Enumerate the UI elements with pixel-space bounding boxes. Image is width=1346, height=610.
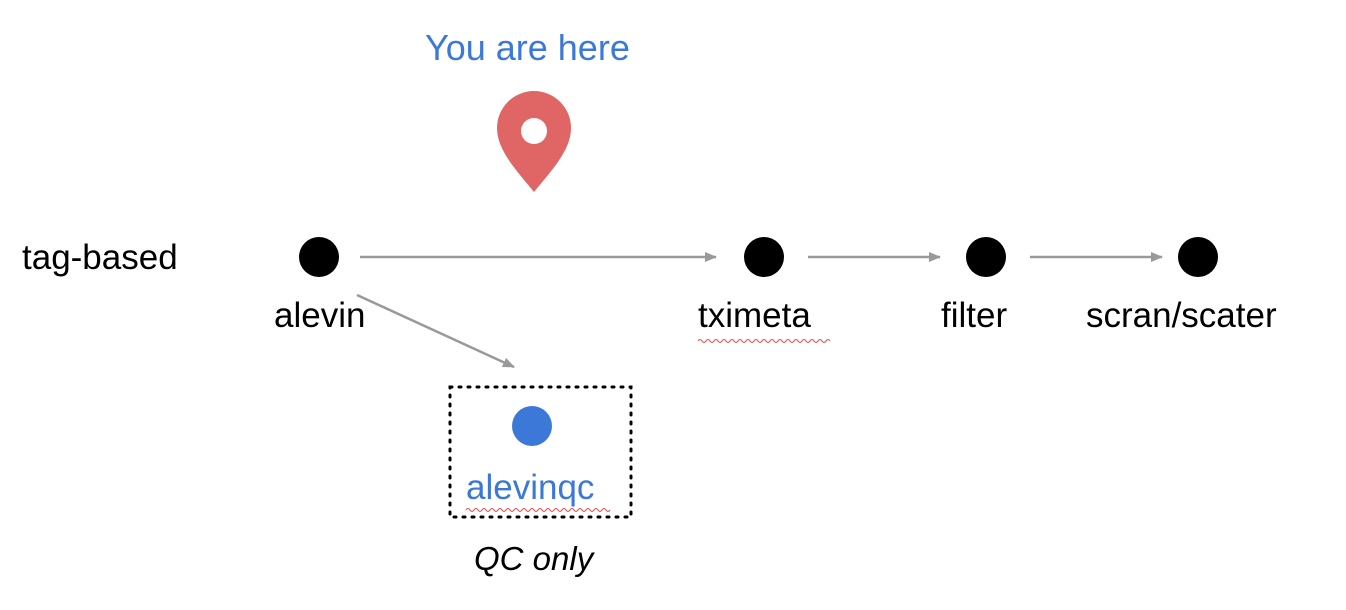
callout-you-are-here: You are here [425,27,630,68]
node-label-filter: filter [941,296,1008,335]
arrow-alevin-alevinqc [356,293,515,369]
map-pin-icon [497,91,571,192]
node-filter [966,237,1006,277]
node-label-tximeta: tximeta [698,296,811,335]
row-label-tag-based: tag-based [22,238,178,277]
node-label-scran-scater: scran/scater [1086,296,1277,335]
node-alevin [299,237,339,277]
node-label-alevin: alevin [274,296,366,335]
qc-only-note: QC only [474,540,594,577]
node-alevinqc [512,406,552,446]
node-scran [1178,237,1218,277]
qc-dotted-box [448,385,633,519]
node-tximeta [744,237,784,277]
spellcheck-underline-alevinqc [465,507,611,513]
spellcheck-underline-tximeta [697,338,831,344]
node-label-alevinqc: alevinqc [466,468,595,507]
